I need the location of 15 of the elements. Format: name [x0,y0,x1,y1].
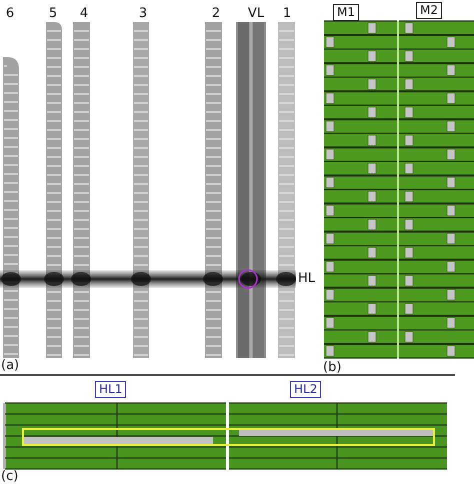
panel-label: (b) [323,361,342,374]
column-number: 5 [48,7,58,20]
label-box: M2 [416,2,442,20]
panel-label: (c) [1,470,18,483]
column-number: 6 [6,7,14,20]
column-number: 1 [282,7,292,20]
column-number: 2 [212,7,220,20]
panel-label: (a) [1,359,20,372]
label-box: M1 [333,4,359,22]
line-label: VL [248,7,264,20]
line-label: HL [298,272,316,285]
column-number: 3 [138,7,148,20]
label-box: HL2 [290,381,322,398]
label-box: HL1 [95,381,126,398]
column-number: 4 [80,7,88,20]
